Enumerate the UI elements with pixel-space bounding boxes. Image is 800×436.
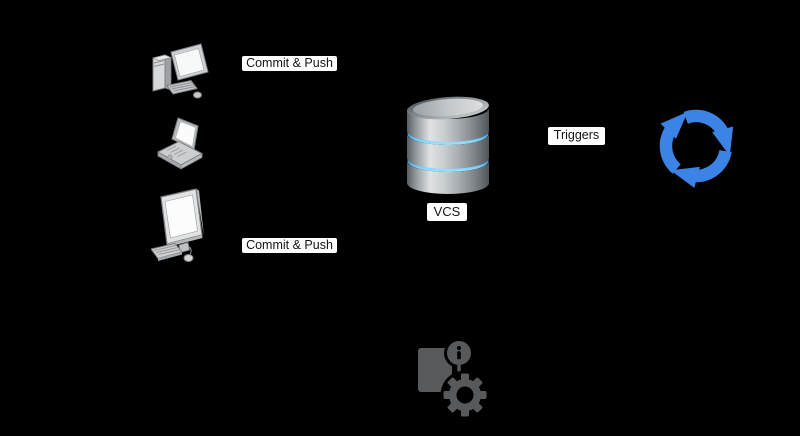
document-shape xyxy=(418,348,452,392)
desktop-monitor-graphic xyxy=(151,188,204,262)
laptop-right-edge xyxy=(180,152,203,170)
gear-icon xyxy=(443,373,487,417)
database-cylinder-icon xyxy=(402,94,494,198)
laptop-screen xyxy=(175,121,196,147)
label-commit-push-bottom: Commit & Push xyxy=(242,238,337,253)
laptop-graphic xyxy=(156,117,204,170)
keyboard-keys xyxy=(169,82,196,92)
db-segment-top xyxy=(407,108,489,142)
laptop-trackball xyxy=(167,154,173,160)
db-top xyxy=(407,96,489,120)
label-commit-push-top: Commit & Push xyxy=(242,56,337,71)
mouse xyxy=(193,91,202,99)
keyboard-keys xyxy=(153,245,181,255)
desktop-monitor-icon xyxy=(151,187,215,265)
build-config-graphic xyxy=(418,338,490,420)
gear-ring xyxy=(449,379,481,411)
db-segment-bottom xyxy=(407,161,489,194)
mouse-cable xyxy=(189,246,192,255)
badge-connector xyxy=(457,365,461,373)
desktop-computer-graphic xyxy=(152,43,209,99)
monitor-screen xyxy=(174,48,205,77)
cycle-arrows-graphic xyxy=(659,96,752,196)
mouse xyxy=(183,254,194,262)
monitor-screen xyxy=(164,194,198,239)
database-graphic xyxy=(407,96,489,194)
tower-top xyxy=(152,54,172,61)
laptop-icon xyxy=(155,117,207,173)
label-triggers: Triggers xyxy=(548,127,605,145)
label-vcs: VCS xyxy=(427,203,467,221)
info-i-stem xyxy=(457,351,461,360)
info-i-dot xyxy=(457,346,461,350)
tower-drive-bays xyxy=(153,60,165,67)
desktop-computer-icon xyxy=(150,43,212,101)
gear-teeth xyxy=(443,373,487,417)
cycle-arrows-icon xyxy=(640,96,752,196)
cycle-arrow xyxy=(659,111,688,174)
db-segment-middle xyxy=(407,134,489,169)
keyboard-front-edge xyxy=(158,252,182,261)
db-top-surface xyxy=(413,98,483,117)
laptop-keys xyxy=(166,145,187,157)
document-info-gear-icon xyxy=(410,338,494,422)
